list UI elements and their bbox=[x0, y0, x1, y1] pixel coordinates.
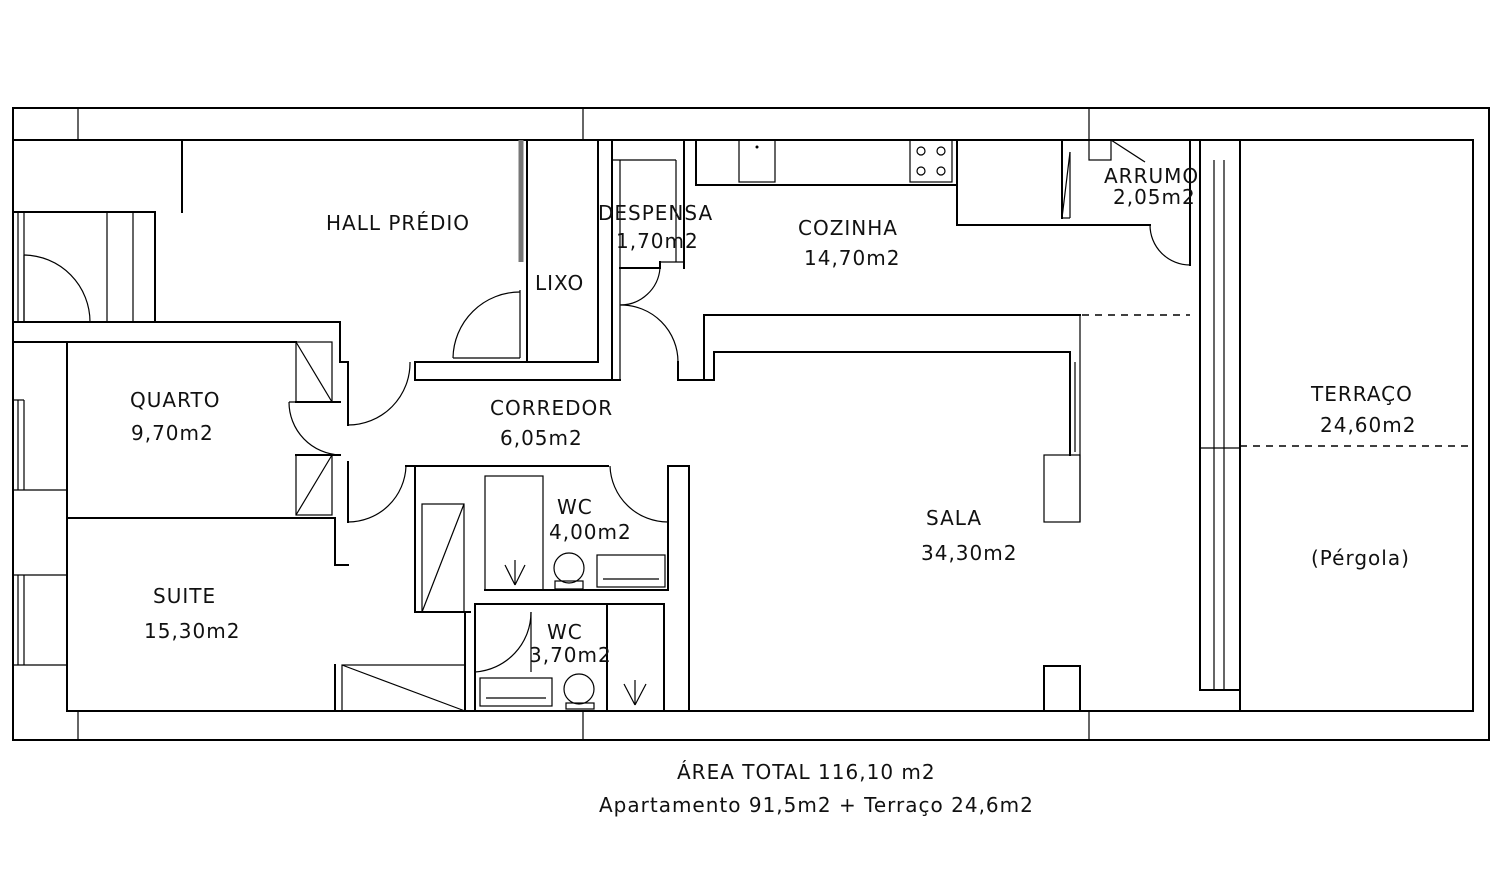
arrumo-walls bbox=[1061, 139, 1191, 266]
total-area: ÁREA TOTAL 116,10 m2 bbox=[677, 760, 936, 784]
corredor-label: CORREDOR bbox=[490, 396, 613, 420]
sala-area: 34,30m2 bbox=[921, 541, 1017, 565]
wc2-label: WC bbox=[547, 620, 583, 644]
wc1-area: 4,00m2 bbox=[549, 520, 632, 544]
area-breakdown: Apartamento 91,5m2 + Terraço 24,6m2 bbox=[599, 793, 1034, 817]
arrumo-area: 2,05m2 bbox=[1113, 185, 1196, 209]
terraco-area: 24,60m2 bbox=[1320, 413, 1416, 437]
wc-walls bbox=[414, 465, 690, 712]
quarto-walls bbox=[12, 341, 411, 576]
suite-walls bbox=[13, 461, 609, 712]
pergola-label: (Pérgola) bbox=[1311, 546, 1410, 570]
hall-label: HALL PRÉDIO bbox=[326, 211, 470, 235]
hall-walls bbox=[339, 139, 621, 426]
cozinha-label: COZINHA bbox=[798, 216, 898, 240]
despensa-walls bbox=[611, 139, 685, 381]
cozinha-walls bbox=[620, 139, 1190, 381]
sala-label: SALA bbox=[926, 506, 982, 530]
suite-label: SUITE bbox=[153, 584, 216, 608]
despensa-area: 1,70m2 bbox=[616, 229, 699, 253]
sala-walls bbox=[688, 139, 1473, 712]
corredor-area: 6,05m2 bbox=[500, 426, 583, 450]
despensa-label: DESPENSA bbox=[598, 201, 713, 225]
quarto-area: 9,70m2 bbox=[131, 421, 214, 445]
arrumo-label: ARRUMO bbox=[1104, 164, 1199, 188]
suite-area: 15,30m2 bbox=[144, 619, 240, 643]
lixo-label: LIXO bbox=[535, 271, 584, 295]
quarto-label: QUARTO bbox=[130, 388, 220, 412]
wc2-area: 3,70m2 bbox=[529, 643, 612, 667]
outer-walls bbox=[12, 107, 1490, 741]
cozinha-area: 14,70m2 bbox=[804, 246, 900, 270]
entry-zone bbox=[12, 139, 341, 323]
wc1-label: WC bbox=[557, 495, 593, 519]
terraco-label: TERRAÇO bbox=[1310, 382, 1413, 406]
